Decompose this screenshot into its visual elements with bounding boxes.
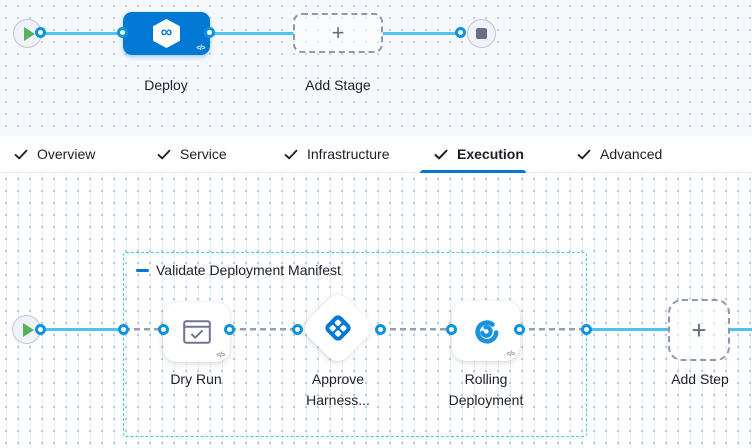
connector-node[interactable] (117, 27, 128, 38)
connector-line (730, 328, 752, 331)
tab-overview[interactable]: Overview (14, 136, 95, 172)
collapse-icon (136, 268, 149, 272)
connector-node[interactable] (375, 324, 386, 335)
connector-node[interactable] (224, 324, 235, 335)
tab-infrastructure[interactable]: Infrastructure (284, 136, 389, 172)
code-icon[interactable]: </> (216, 352, 225, 359)
tab-label: Infrastructure (307, 146, 390, 162)
check-icon (284, 149, 298, 159)
pipeline-end-button[interactable] (467, 19, 496, 48)
add-step-button[interactable]: + (668, 299, 730, 361)
connector-line (383, 32, 461, 35)
step-group-label: Validate Deployment Manifest (156, 262, 341, 278)
add-step-label: Add Step (671, 371, 729, 387)
stop-icon (476, 28, 487, 39)
connector-line-dashed (380, 328, 453, 331)
connector-node[interactable] (35, 324, 46, 335)
step-group-header[interactable]: Validate Deployment Manifest (136, 262, 341, 278)
harness-cd-icon: ∞ (153, 19, 180, 48)
tab-label: Service (180, 146, 227, 162)
execution-start-button[interactable] (12, 315, 41, 344)
check-icon (434, 149, 448, 159)
step-label-approve: Approve Harness... (306, 371, 370, 408)
connector-line (587, 328, 668, 331)
play-icon (22, 322, 34, 337)
tab-label: Advanced (600, 146, 663, 162)
check-icon (157, 149, 171, 159)
connector-line-dashed (230, 328, 298, 331)
connector-node[interactable] (158, 324, 169, 335)
add-stage-button[interactable]: + (293, 13, 383, 53)
plus-icon: + (691, 315, 707, 345)
connector-line (40, 328, 124, 331)
connector-line (209, 32, 294, 35)
check-icon (14, 149, 28, 159)
code-icon[interactable]: </> (196, 45, 205, 52)
connector-node[interactable] (204, 27, 215, 38)
step-node-rolling-deployment[interactable]: </> (452, 301, 520, 361)
rolling-deployment-icon (475, 320, 499, 344)
play-icon (23, 26, 35, 41)
active-tab-underline (420, 170, 526, 173)
code-icon[interactable]: </> (506, 351, 515, 358)
connector-node[interactable] (292, 324, 303, 335)
tab-label: Execution (457, 146, 524, 162)
step-label-dry-run: Dry Run (170, 371, 222, 387)
stage-config-tabs: Overview Service Infrastructure Executio… (0, 136, 752, 173)
connector-node[interactable] (455, 27, 466, 38)
connector-node[interactable] (35, 27, 46, 38)
stage-label: Deploy (144, 77, 188, 93)
connector-node[interactable] (118, 324, 129, 335)
step-node-dry-run[interactable]: </> (163, 302, 230, 362)
connector-node[interactable] (514, 324, 525, 335)
connector-node[interactable] (446, 324, 457, 335)
tab-advanced[interactable]: Advanced (577, 136, 662, 172)
stage-canvas: ∞ </> + Deploy Add Stage (0, 0, 752, 136)
step-group-box[interactable]: Validate Deployment Manifest (123, 252, 587, 437)
dry-run-icon (182, 320, 211, 344)
stage-node-deploy[interactable]: ∞ </> (123, 12, 210, 55)
connector-line-dashed (124, 328, 164, 331)
plus-icon: + (331, 20, 345, 45)
tab-service[interactable]: Service (157, 136, 227, 172)
connector-line (40, 32, 124, 35)
tab-label: Overview (37, 146, 96, 162)
connector-line-dashed (519, 328, 588, 331)
execution-canvas: Validate Deployment Manifest </> (0, 173, 752, 448)
tab-execution[interactable]: Execution (420, 136, 526, 173)
step-label-rolling-deployment: Rolling Deployment (448, 371, 524, 408)
check-icon (577, 149, 591, 159)
connector-node[interactable] (581, 324, 592, 335)
add-stage-label: Add Stage (305, 77, 371, 93)
